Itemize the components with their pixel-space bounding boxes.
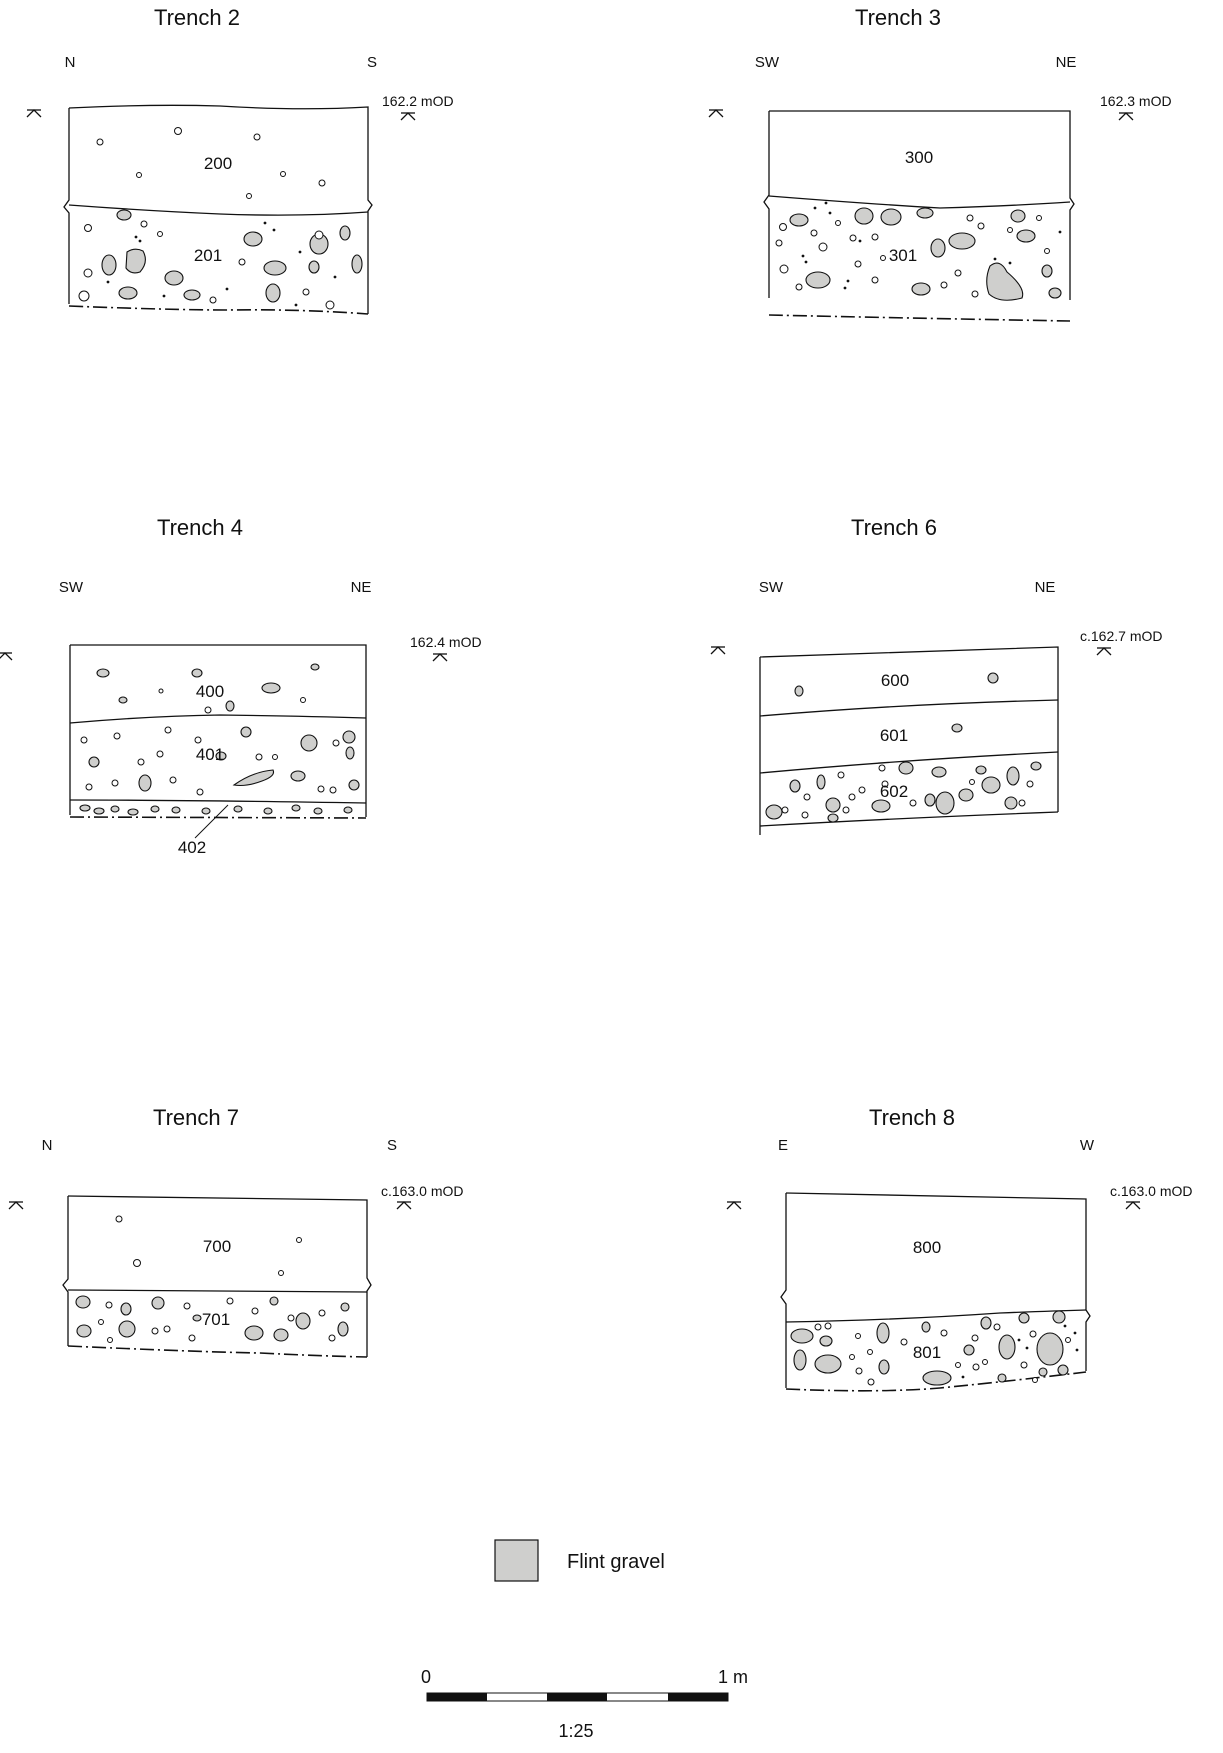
section-drawing: [780, 1192, 1091, 1392]
section-trench-2: Trench 2 N S 162.2 mOD: [26, 5, 454, 315]
section-drawing: [763, 110, 1075, 322]
legend-label: Flint gravel: [567, 1551, 665, 1573]
datum-level: 162.3 mOD: [1100, 93, 1172, 109]
orientation-right: S: [367, 54, 377, 71]
datum-marker-icon: [8, 1201, 24, 1210]
orientation-left: E: [778, 1137, 788, 1154]
layer-label: 402: [178, 838, 206, 857]
orientation-left: SW: [59, 579, 84, 596]
layer-label: 300: [905, 148, 933, 167]
datum-marker-icon: [708, 109, 724, 118]
section-trench-6: Trench 6 SW NE c.162.7 mOD: [710, 515, 1162, 835]
section-trench-7: Trench 7 N S c.163.0 mOD 700 701: [8, 1105, 463, 1358]
section-trench-4: Trench 4 SW NE 162.4 mOD: [0, 515, 482, 857]
datum-marker-icon: [1118, 112, 1134, 121]
layer-label: 200: [204, 154, 232, 173]
layer-label: 700: [203, 1237, 231, 1256]
orientation-left: SW: [755, 54, 780, 71]
layer-label: 400: [196, 682, 224, 701]
scale-start-label: 0: [421, 1667, 431, 1687]
datum-level: c.162.7 mOD: [1080, 628, 1162, 644]
datum-marker-icon: [1096, 647, 1112, 656]
layer-label: 601: [880, 726, 908, 745]
flint-gravel-swatch: [494, 1539, 539, 1582]
section-trench-8: Trench 8 E W c.163.0 mOD: [726, 1105, 1192, 1392]
scale-end-label: 1 m: [718, 1667, 748, 1687]
datum-marker-icon: [396, 1201, 412, 1210]
orientation-left: N: [42, 1137, 53, 1154]
datum-level: c.163.0 mOD: [1110, 1183, 1192, 1199]
section-title: Trench 4: [157, 515, 243, 540]
section-title: Trench 2: [154, 5, 240, 30]
orientation-left: SW: [759, 579, 784, 596]
datum-marker-icon: [0, 652, 13, 661]
layer-label: 602: [880, 782, 908, 801]
layer-label: 701: [202, 1310, 230, 1329]
datum-marker-icon: [726, 1201, 742, 1210]
orientation-right: NE: [1035, 579, 1056, 596]
section-drawing: [62, 1195, 372, 1358]
datum-marker-icon: [1125, 1201, 1141, 1210]
section-trench-3: Trench 3 SW NE 162.3 mOD: [708, 5, 1172, 322]
section-title: Trench 6: [851, 515, 937, 540]
layer-label: 201: [194, 246, 222, 265]
datum-level: c.163.0 mOD: [381, 1183, 463, 1199]
datum-marker-icon: [26, 109, 42, 118]
section-title: Trench 8: [869, 1105, 955, 1130]
legend: Flint gravel: [494, 1539, 665, 1582]
layer-label: 301: [889, 246, 917, 265]
datum-level: 162.4 mOD: [410, 634, 482, 650]
section-drawing: [759, 646, 1059, 835]
orientation-right: W: [1080, 1137, 1095, 1154]
orientation-right: S: [387, 1137, 397, 1154]
layer-label: 801: [913, 1343, 941, 1362]
orientation-left: N: [65, 54, 76, 71]
section-title: Trench 3: [855, 5, 941, 30]
section-title: Trench 7: [153, 1105, 239, 1130]
layer-label: 600: [881, 671, 909, 690]
scale-ratio: 1:25: [558, 1721, 593, 1741]
section-drawing: [63, 104, 373, 315]
orientation-right: NE: [1056, 54, 1077, 71]
datum-level: 162.2 mOD: [382, 93, 454, 109]
layer-label: 800: [913, 1238, 941, 1257]
orientation-right: NE: [351, 579, 372, 596]
datum-marker-icon: [432, 653, 448, 662]
datum-marker-icon: [710, 646, 726, 655]
section-drawing: [69, 644, 367, 839]
datum-marker-icon: [400, 112, 416, 121]
scale-bar: 0 1 m 1:25: [421, 1667, 748, 1741]
layer-label: 401: [196, 745, 224, 764]
